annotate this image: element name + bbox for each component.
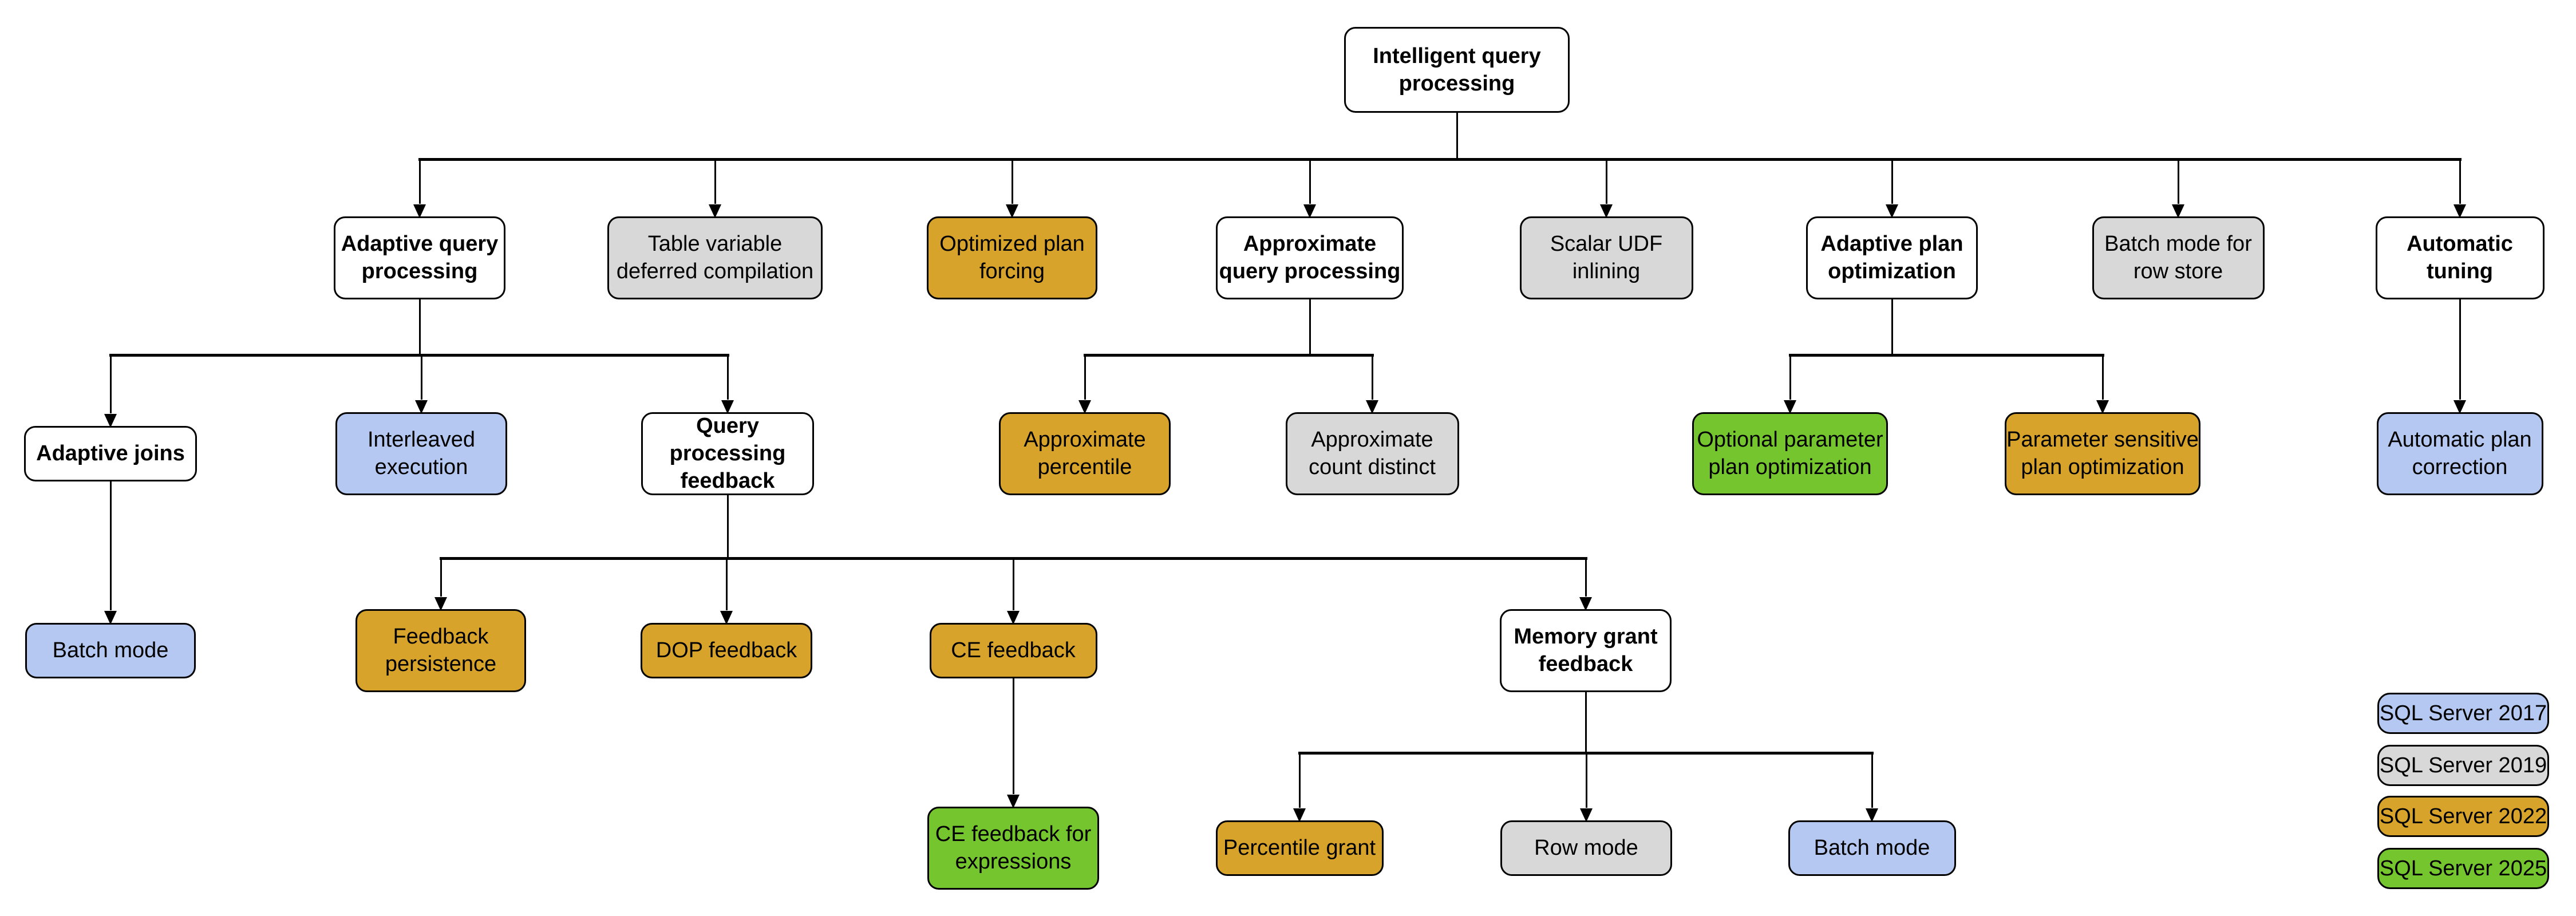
connector-line <box>1891 159 1893 204</box>
node-batch-mode-for-row-store: Batch mode for row store <box>2092 216 2265 299</box>
arrowhead-icon <box>1007 610 1020 625</box>
connector-line <box>418 299 421 355</box>
connector-line <box>1012 678 1014 794</box>
arrowhead-icon <box>1886 204 1898 218</box>
connector-line <box>420 355 422 400</box>
node-ce-feedback-for-expressions: CE feedback for expressions <box>927 806 1099 890</box>
node-automatic-tuning: Automatic tuning <box>2375 216 2545 299</box>
connector-line <box>1011 159 1013 204</box>
connector-line <box>418 157 2462 161</box>
legend-item-sql-server-2022: SQL Server 2022 <box>2377 796 2549 837</box>
connector-line <box>1605 159 1607 204</box>
arrowhead-icon <box>1579 597 1592 611</box>
arrowhead-icon <box>415 400 428 414</box>
arrowhead-icon <box>1600 204 1613 218</box>
connector-line <box>726 495 729 558</box>
connector-line <box>2459 299 2461 400</box>
arrowhead-icon <box>2096 400 2109 414</box>
arrowhead-icon <box>2453 204 2466 218</box>
connector-line <box>725 558 728 610</box>
node-optimized-plan-forcing: Optimized plan forcing <box>927 216 1097 299</box>
connector-line <box>1012 558 1014 610</box>
connector-line <box>109 481 112 610</box>
node-interleaved-execution: Interleaved execution <box>335 412 507 495</box>
node-approximate-count-distinct: Approximate count distinct <box>1285 412 1459 495</box>
connector-line <box>109 353 729 357</box>
arrowhead-icon <box>1006 204 1018 218</box>
connector-line <box>1371 355 1373 400</box>
connector-line <box>1298 753 1301 808</box>
arrowhead-icon <box>104 610 117 625</box>
node-query-processing-feedback: Query processing feedback <box>641 412 814 495</box>
connector-line <box>1585 558 1587 597</box>
node-batch-mode-adaptive-joins: Batch mode <box>25 622 196 678</box>
arrowhead-icon <box>1303 204 1316 218</box>
arrowhead-icon <box>2453 400 2466 414</box>
arrowhead-icon <box>721 400 734 414</box>
connector-line <box>1309 159 1311 204</box>
arrowhead-icon <box>2172 204 2184 218</box>
arrowhead-icon <box>1580 808 1593 822</box>
node-adaptive-plan-optimization: Adaptive plan optimization <box>1806 216 1978 299</box>
arrowhead-icon <box>1366 400 1378 414</box>
legend-item-sql-server-2025: SQL Server 2025 <box>2377 848 2549 889</box>
arrowhead-icon <box>1007 794 1020 808</box>
node-ce-feedback: CE feedback <box>929 622 1097 678</box>
connector-line <box>1456 113 1458 159</box>
connector-line <box>440 558 442 597</box>
node-row-mode: Row mode <box>1500 820 1672 876</box>
node-intelligent-query-processing: Intelligent query processing <box>1344 27 1570 113</box>
connector-line <box>1309 299 1311 355</box>
connector-line <box>1585 692 1587 753</box>
node-automatic-plan-correction: Automatic plan correction <box>2376 412 2543 495</box>
connector-line <box>2459 159 2461 204</box>
arrowhead-icon <box>413 204 426 218</box>
node-percentile-grant: Percentile grant <box>1215 820 1384 876</box>
connector-line <box>2177 159 2179 204</box>
node-parameter-sensitive-plan-optimization: Parameter sensitive plan optimization <box>2005 412 2200 495</box>
connector-line <box>1788 353 2104 357</box>
node-approximate-query-processing: Approximate query processing <box>1216 216 1404 299</box>
node-table-variable-deferred-compilation: Table variable deferred compilation <box>607 216 823 299</box>
connector-line <box>1871 753 1873 808</box>
arrowhead-icon <box>104 413 117 428</box>
connector-line <box>2101 355 2104 400</box>
arrowhead-icon <box>709 204 721 218</box>
node-adaptive-joins: Adaptive joins <box>24 425 197 481</box>
node-feedback-persistence: Feedback persistence <box>355 609 526 692</box>
connector-line <box>1891 299 1893 355</box>
legend-item-sql-server-2017: SQL Server 2017 <box>2377 693 2549 734</box>
connector-line <box>726 355 729 400</box>
arrowhead-icon <box>1784 400 1796 414</box>
node-optional-parameter-plan-optimization: Optional parameter plan optimization <box>1692 412 1888 495</box>
arrowhead-icon <box>434 597 447 611</box>
connector-line <box>1789 355 1791 400</box>
node-scalar-udf-inlining: Scalar UDF inlining <box>1519 216 1693 299</box>
node-dop-feedback: DOP feedback <box>641 622 812 678</box>
node-adaptive-query-processing: Adaptive query processing <box>334 216 505 299</box>
arrowhead-icon <box>1866 808 1878 822</box>
node-approximate-percentile: Approximate percentile <box>999 412 1171 495</box>
arrowhead-icon <box>720 610 733 625</box>
arrowhead-icon <box>1293 808 1306 822</box>
node-memory-grant-feedback: Memory grant feedback <box>1500 609 1672 692</box>
connector-line <box>1585 753 1587 808</box>
connector-line <box>714 159 716 204</box>
connector-line <box>109 355 112 413</box>
connector-line <box>1084 355 1086 400</box>
connector-line <box>1083 353 1374 357</box>
node-batch-mode-memory-grant: Batch mode <box>1788 820 1956 876</box>
arrowhead-icon <box>1078 400 1091 414</box>
connector-line <box>418 159 421 204</box>
legend-item-sql-server-2019: SQL Server 2019 <box>2377 745 2549 786</box>
